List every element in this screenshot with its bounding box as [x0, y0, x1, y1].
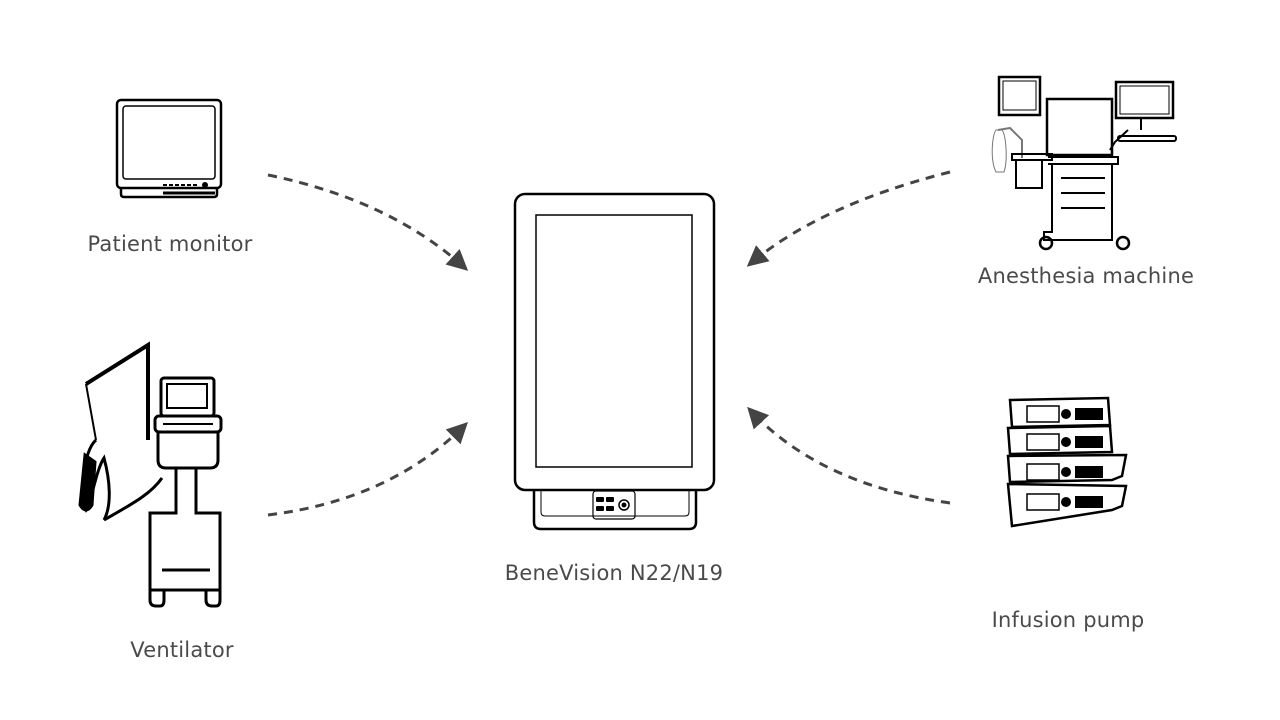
pump-unit — [1008, 396, 1112, 429]
label-anesthesia-machine: Anesthesia machine — [977, 264, 1195, 288]
label-center-device: BeneVision N22/N19 — [504, 561, 724, 585]
label-infusion-pump: Infusion pump — [991, 608, 1145, 632]
arrow-infusion-pump — [747, 406, 951, 505]
arrow-patient-monitor — [267, 173, 469, 271]
anesthesia-machine-icon — [991, 75, 1177, 251]
patient-monitor-icon — [115, 98, 223, 199]
arrow-anesthesia-machine — [746, 170, 951, 267]
infusion-pump-icon — [1006, 396, 1128, 528]
arrow-ventilator — [267, 422, 468, 517]
label-patient-monitor: Patient monitor — [87, 232, 253, 256]
pump-unit — [1006, 424, 1114, 456]
pump-unit — [1006, 482, 1128, 528]
touchscreen-display-icon — [513, 192, 716, 531]
pump-unit — [1006, 453, 1128, 484]
label-ventilator: Ventilator — [130, 638, 234, 662]
ventilator-icon — [78, 341, 223, 608]
